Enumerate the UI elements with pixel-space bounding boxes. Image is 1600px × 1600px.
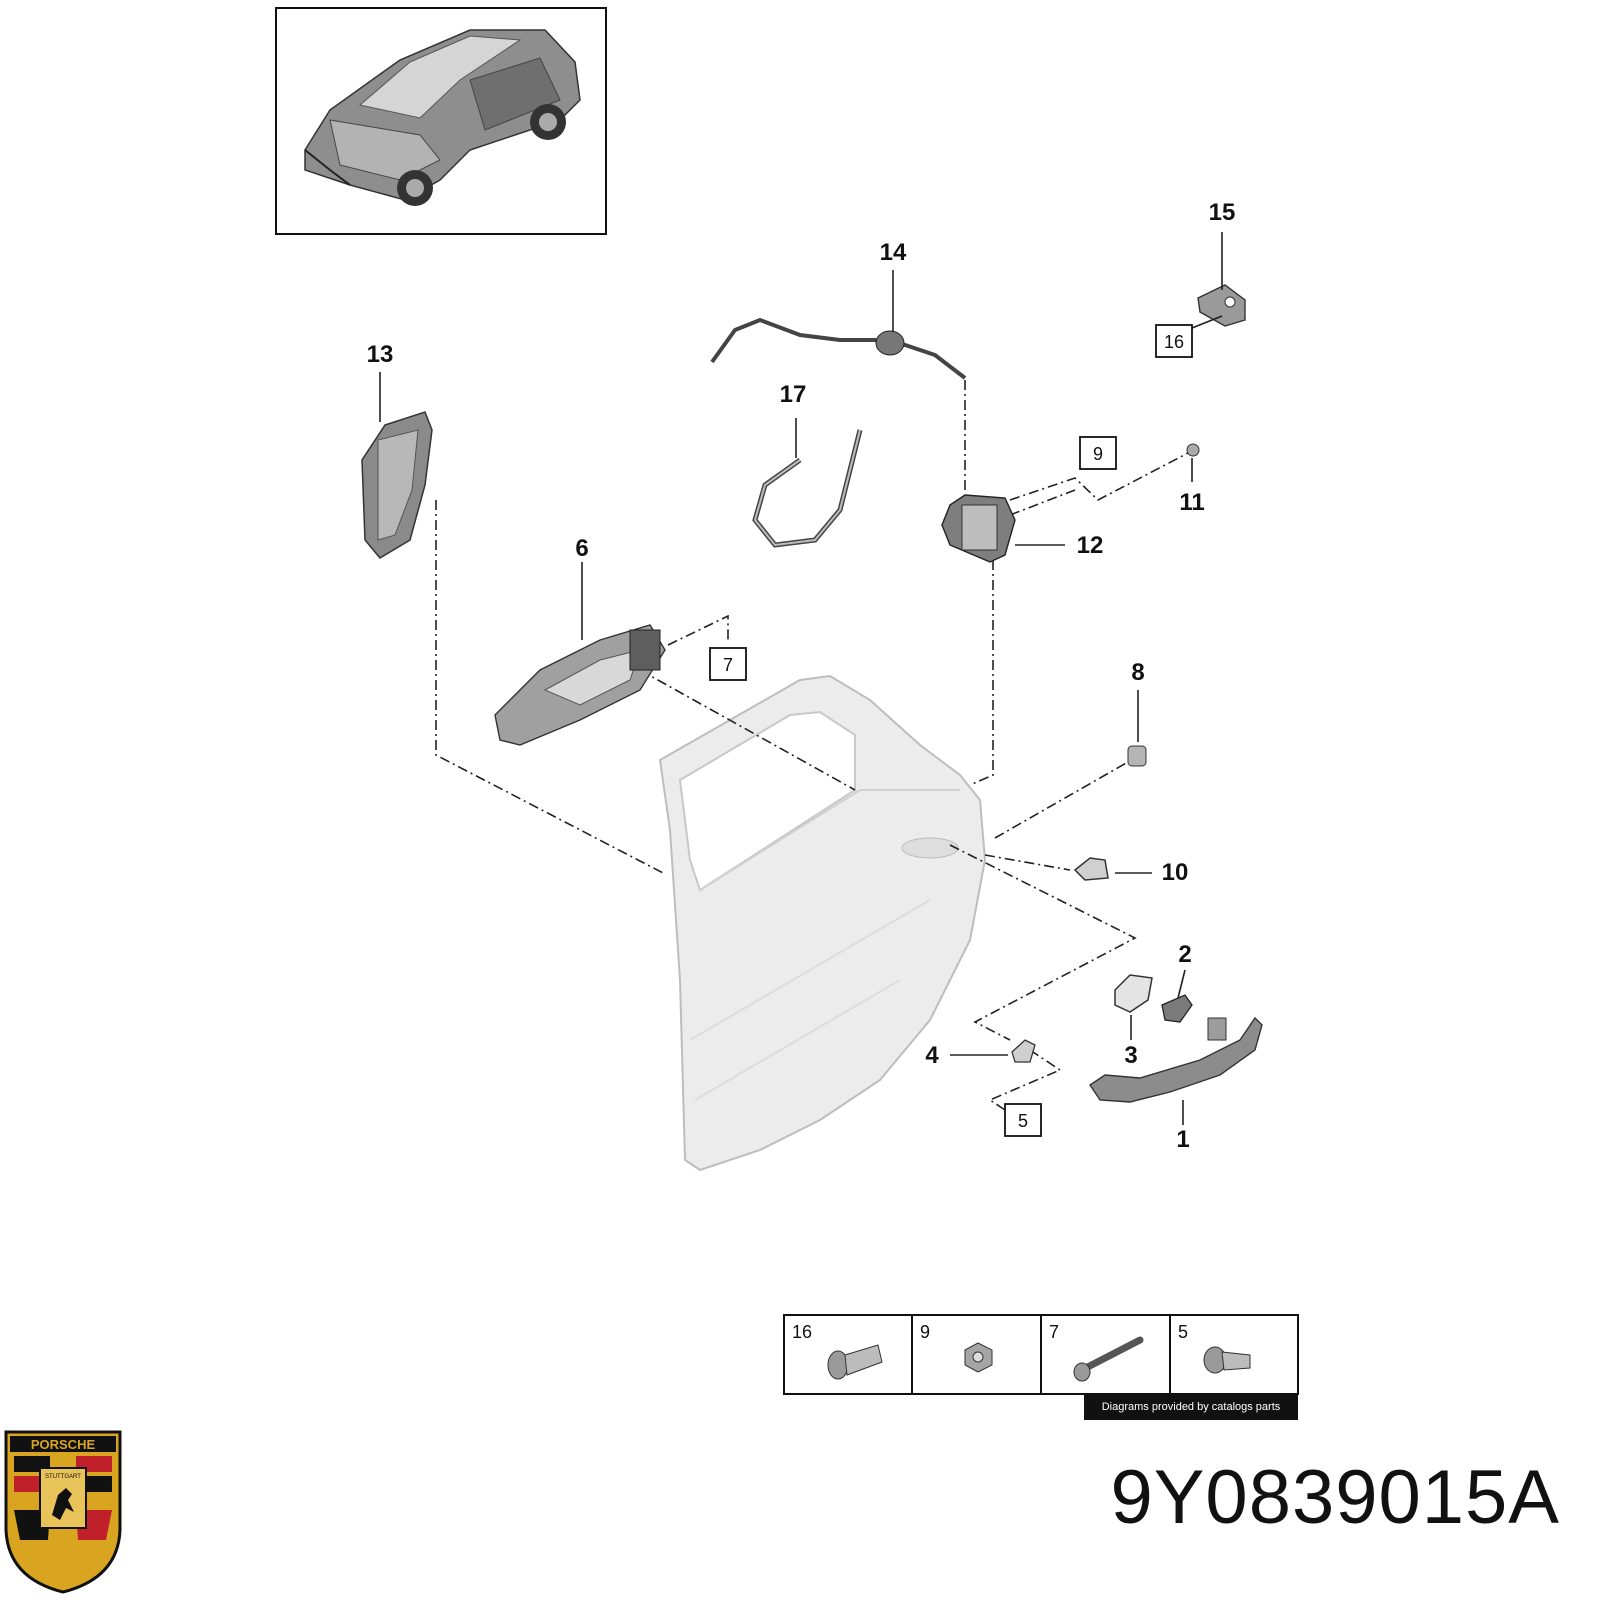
callout-6: 6 [575, 535, 588, 562]
boxed-ref-7: 7 [723, 655, 733, 675]
callout-17: 17 [780, 381, 807, 408]
boxed-references: 16 9 7 5 [709, 324, 1193, 1137]
rear-door-shell [658, 674, 987, 1172]
callout-15: 15 [1209, 199, 1236, 226]
fastener-table: 16 9 7 5 [783, 1314, 1299, 1395]
boxed-ref-5: 5 [1018, 1111, 1028, 1131]
boxed-ref-16: 16 [1164, 332, 1184, 352]
boxed-ref-9: 9 [1093, 444, 1103, 464]
outer-door-handle-icon [1089, 1016, 1263, 1103]
bowden-cable-icon [752, 429, 863, 548]
leader-lines [379, 232, 1223, 1125]
door-lock-icon [941, 494, 1016, 563]
torx-bolt-icon [1203, 1346, 1251, 1374]
callout-4: 4 [925, 1042, 939, 1069]
crest-text-mid: STUTTGART [45, 1474, 81, 1480]
porsche-crest-icon: PORSCHE STUTTGART [4, 1430, 122, 1594]
release-cable-icon [710, 317, 967, 380]
fastener-label-7: 7 [1049, 1322, 1059, 1342]
handle-bracket-icon [1011, 1039, 1036, 1063]
callout-11: 11 [1179, 489, 1204, 516]
bolt-flange-icon [827, 1344, 883, 1380]
lock-bolt-icon [1186, 443, 1200, 457]
callout-numbers: 13 6 14 17 15 11 12 8 10 2 3 4 1 [367, 199, 1236, 1153]
handle-carrier-icon [494, 624, 666, 746]
nut-icon [964, 1342, 993, 1373]
assembly-lines [435, 380, 1191, 1111]
callout-13: 13 [367, 341, 394, 368]
fastener-label-5: 5 [1178, 1322, 1188, 1342]
fastener-label-16: 16 [792, 1322, 812, 1342]
fastener-label-9: 9 [920, 1322, 930, 1342]
cover-cap-icon [1127, 745, 1147, 767]
callout-12: 12 [1077, 532, 1104, 559]
callout-8: 8 [1131, 659, 1144, 686]
callout-1: 1 [1176, 1126, 1189, 1153]
part-number: 9Y0839015A [1110, 1455, 1560, 1540]
handle-seal-icon [1073, 857, 1109, 881]
callout-2: 2 [1178, 941, 1191, 968]
crest-text-top: PORSCHE [31, 1437, 96, 1452]
diagram-credit: Diagrams provided by catalogs parts [1084, 1394, 1298, 1420]
door-module-carrier-icon [361, 411, 433, 559]
long-screw-icon [1073, 1336, 1144, 1382]
gasket-icon [1114, 974, 1153, 1013]
callout-14: 14 [880, 239, 907, 266]
vehicle-thumbnail [275, 7, 607, 235]
callout-3: 3 [1124, 1042, 1137, 1069]
parts [361, 284, 1263, 1103]
callout-10: 10 [1162, 859, 1189, 886]
suv-icon [304, 29, 581, 206]
handle-cap-icon [1161, 994, 1193, 1023]
striker-plate-icon [1197, 284, 1246, 327]
